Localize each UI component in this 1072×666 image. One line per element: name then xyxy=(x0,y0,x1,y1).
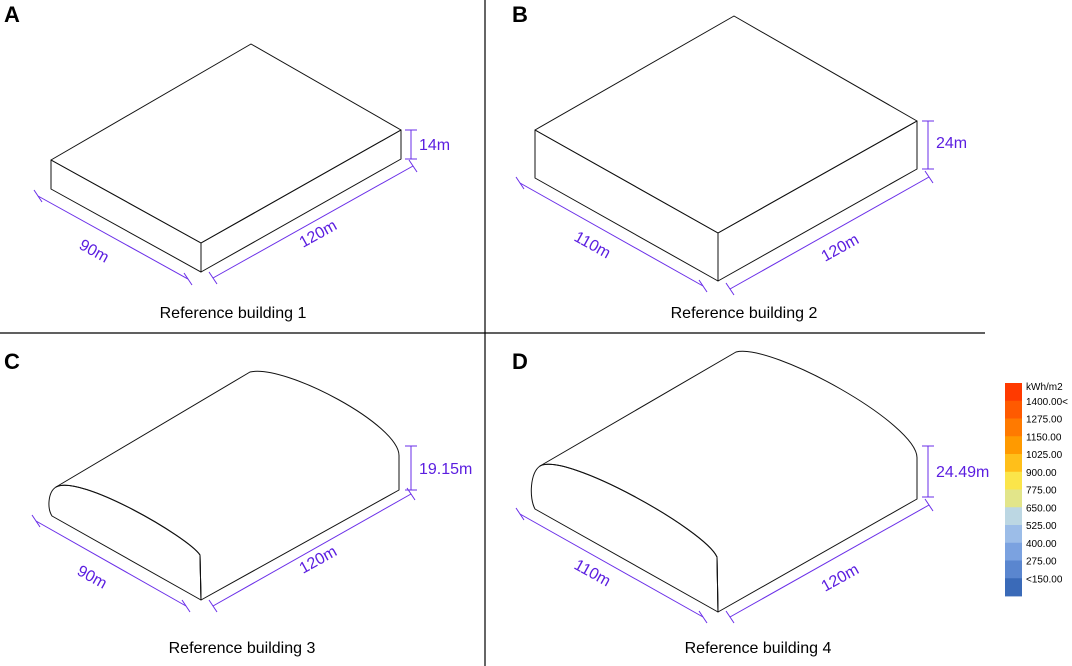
building-4-roof xyxy=(539,350,918,613)
dimension-d-height xyxy=(922,445,934,498)
legend-swatch xyxy=(1005,454,1022,473)
dimension-b-length xyxy=(725,170,934,296)
caption-c: Reference building 3 xyxy=(169,640,316,657)
caption-a: Reference building 1 xyxy=(160,305,307,322)
dimension-c-width xyxy=(31,514,191,613)
legend-label: 1400.00< xyxy=(1026,397,1068,408)
building-2-roof xyxy=(534,15,918,234)
legend-swatch xyxy=(1005,525,1022,544)
width-label-c: 90m xyxy=(74,563,109,593)
panel-d: D 110m 120m 24.49m Reference building 4 xyxy=(512,349,989,657)
panel-letter-b: B xyxy=(512,2,528,27)
width-label-d: 110m xyxy=(571,557,613,591)
panel-c: C 90m 120m 19.15m Reference building 3 xyxy=(4,349,472,657)
legend-labels: 1400.00< 1275.00 1150.00 1025.00 900.00 775.0… xyxy=(1026,397,1068,586)
caption-b: Reference building 2 xyxy=(671,305,818,322)
building-4-end-wall xyxy=(530,463,719,613)
legend-swatch xyxy=(1005,471,1022,490)
legend-label: 900.00 xyxy=(1026,468,1057,479)
color-legend: kWh/m2 1400.00< 1275.00 1150.00 1025.00 900.… xyxy=(1005,382,1068,597)
building-3 xyxy=(48,370,400,601)
legend-label: 650.00 xyxy=(1026,503,1057,514)
panel-letter-c: C xyxy=(4,349,20,374)
dimension-b-width xyxy=(515,176,708,293)
building-1-side-wall xyxy=(200,129,402,273)
legend-swatch xyxy=(1005,489,1022,508)
width-label-b: 110m xyxy=(571,229,613,263)
building-1 xyxy=(50,43,402,273)
panel-b: B 110m 120m 24m Reference building 2 xyxy=(512,2,967,322)
dimension-a-height xyxy=(405,129,417,160)
legend-label: 1150.00 xyxy=(1026,432,1062,443)
legend-swatch xyxy=(1005,578,1022,597)
building-4-front-edge xyxy=(716,556,719,613)
building-1-roof xyxy=(50,43,402,244)
legend-swatch xyxy=(1005,436,1022,455)
legend-label: 275.00 xyxy=(1026,557,1057,568)
length-label-d: 120m xyxy=(819,561,862,595)
legend-label: <150.00 xyxy=(1026,574,1063,585)
legend-label: 775.00 xyxy=(1026,486,1057,497)
legend-swatch xyxy=(1005,383,1022,402)
legend-swatch xyxy=(1005,418,1022,437)
legend-swatch xyxy=(1005,560,1022,579)
dimension-c-height xyxy=(405,445,417,491)
legend-unit: kWh/m2 xyxy=(1026,382,1063,393)
building-2-front-wall xyxy=(534,129,719,282)
dimension-a-length xyxy=(208,159,418,285)
legend-swatch xyxy=(1005,400,1022,419)
panel-letter-a: A xyxy=(4,2,20,27)
building-3-front-edge xyxy=(199,554,202,601)
legend-swatches xyxy=(1005,383,1022,597)
dimension-d-length xyxy=(725,498,934,624)
legend-label: 400.00 xyxy=(1026,539,1057,550)
length-label-a: 120m xyxy=(297,217,340,251)
legend-label: 525.00 xyxy=(1026,521,1057,532)
legend-swatch xyxy=(1005,542,1022,561)
building-3-end-wall xyxy=(48,484,202,601)
legend-label: 1275.00 xyxy=(1026,415,1063,426)
length-label-b: 120m xyxy=(819,231,862,265)
width-label-a: 90m xyxy=(76,237,111,267)
legend-label: 1025.00 xyxy=(1026,450,1063,461)
height-label-b: 24m xyxy=(936,135,967,152)
height-label-c: 19.15m xyxy=(419,461,472,478)
dimension-d-width xyxy=(515,507,708,624)
dimension-b-height xyxy=(922,120,934,170)
building-3-roof xyxy=(55,370,400,601)
height-label-d: 24.49m xyxy=(936,464,989,481)
length-label-c: 120m xyxy=(297,543,340,577)
building-4 xyxy=(530,350,918,613)
height-label-a: 14m xyxy=(419,137,450,154)
dimension-c-length xyxy=(208,487,416,613)
legend-swatch xyxy=(1005,507,1022,526)
dimension-a-width xyxy=(33,189,193,286)
building-2 xyxy=(534,15,918,282)
panel-a: A 90m 120m 14m Reference building 1 xyxy=(4,2,450,322)
caption-d: Reference building 4 xyxy=(685,640,832,657)
panel-letter-d: D xyxy=(512,349,528,374)
